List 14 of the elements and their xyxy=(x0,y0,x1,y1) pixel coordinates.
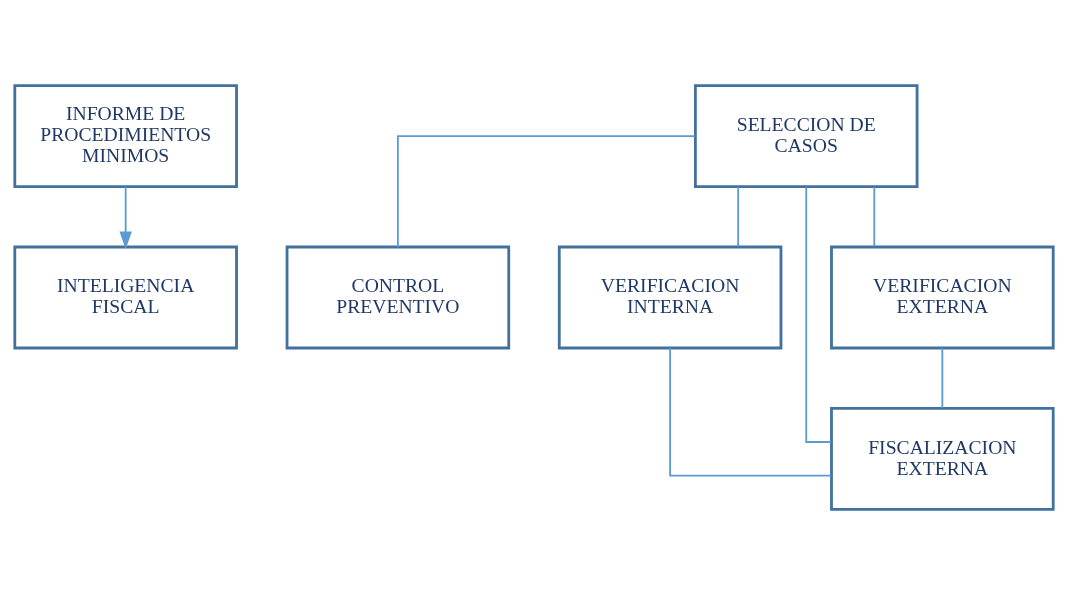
connector xyxy=(737,185,740,247)
connector xyxy=(396,134,697,248)
node-box: CONTROL PREVENTIVO xyxy=(285,245,511,349)
arrow xyxy=(119,185,132,249)
connector xyxy=(873,185,876,247)
node-box: VERIFICACION INTERNA xyxy=(557,245,783,349)
connector xyxy=(669,346,833,477)
node-box: VERIFICACION EXTERNA xyxy=(830,245,1055,349)
node-box: INFORME DE PROCEDIMIENTOS MINIMOS xyxy=(13,83,238,188)
connector xyxy=(805,185,833,443)
connector xyxy=(941,346,944,409)
node-box: SELECCION DE CASOS xyxy=(693,83,919,188)
node-box: FISCALIZACION EXTERNA xyxy=(830,406,1055,511)
node-box: INTELIGENCIA FISCAL xyxy=(13,245,238,349)
